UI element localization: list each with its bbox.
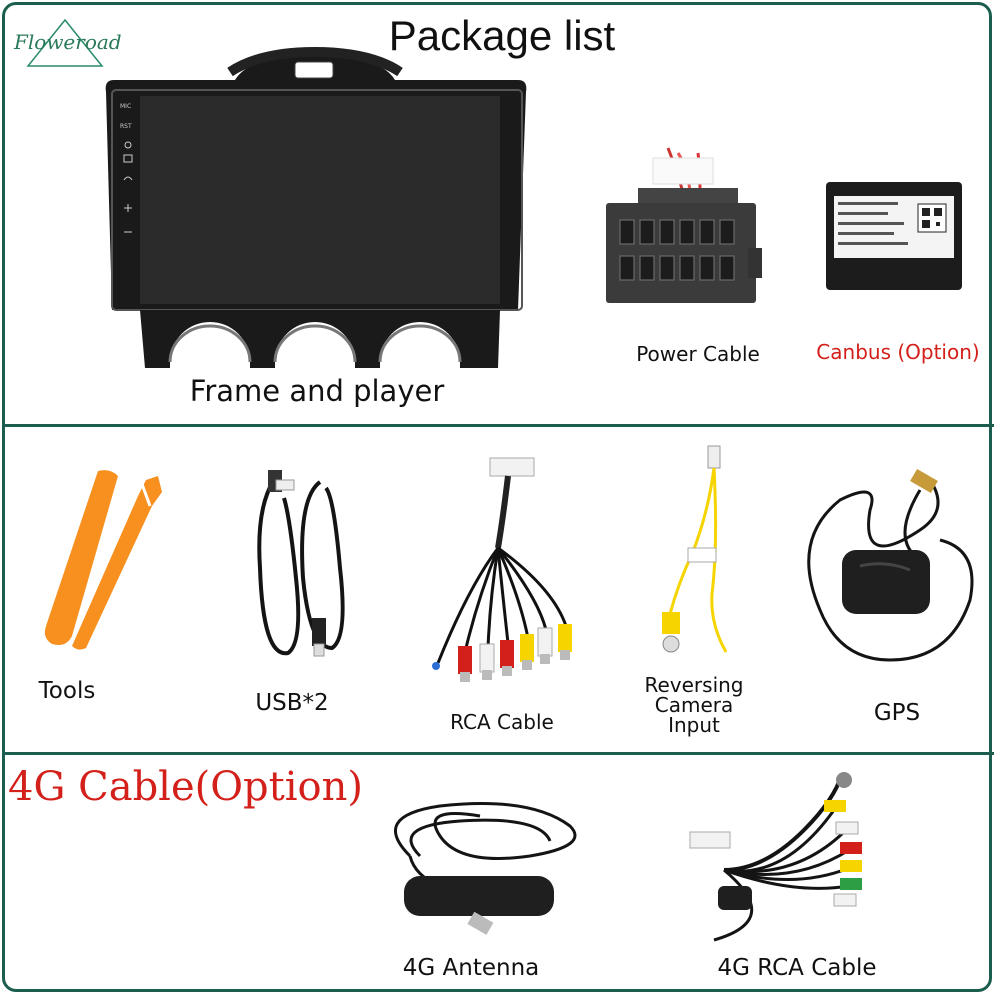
logo-triangle-icon — [26, 18, 104, 67]
gps-antenna-image — [807, 468, 974, 662]
4g-rca-cable-label: 4G RCA Cable — [717, 955, 877, 981]
canbus-label: Canbus (Option) — [816, 340, 980, 364]
section-divider-2 — [4, 752, 994, 755]
power-cable-image — [606, 147, 762, 303]
tools-label: Tools — [38, 678, 96, 704]
power-cable-label: Power Cable — [636, 342, 760, 366]
gps-label: GPS — [873, 700, 921, 726]
section3-title: 4G Cable(Option) — [8, 764, 363, 810]
reversing-label-line1: Reversing — [644, 673, 744, 697]
4g-antenna-image — [393, 802, 577, 935]
rca-cable-image — [432, 457, 572, 682]
reversing-label-line2: Camera — [654, 693, 734, 717]
usb-label: USB*2 — [255, 690, 329, 716]
usb-cable-image — [257, 470, 345, 657]
reversing-label-line3: Input — [668, 713, 720, 737]
brand-logo: Floweroad — [10, 18, 122, 70]
4g-rca-cable-image — [689, 772, 862, 942]
canbus-image — [826, 182, 962, 290]
svg-text:RST: RST — [120, 123, 132, 130]
page-title: Package list — [388, 12, 616, 59]
4g-antenna-label: 4G Antenna — [402, 955, 540, 981]
logo-text: Floweroad — [14, 30, 122, 54]
head-unit-image: MIC RST — [105, 46, 527, 368]
reversing-camera-image — [662, 445, 728, 653]
rca-cable-label: RCA Cable — [450, 710, 554, 734]
section-divider-1 — [4, 424, 994, 427]
svg-text:MIC: MIC — [120, 103, 131, 110]
frame-player-label: Frame and player — [189, 374, 445, 408]
tools-image — [44, 470, 162, 650]
